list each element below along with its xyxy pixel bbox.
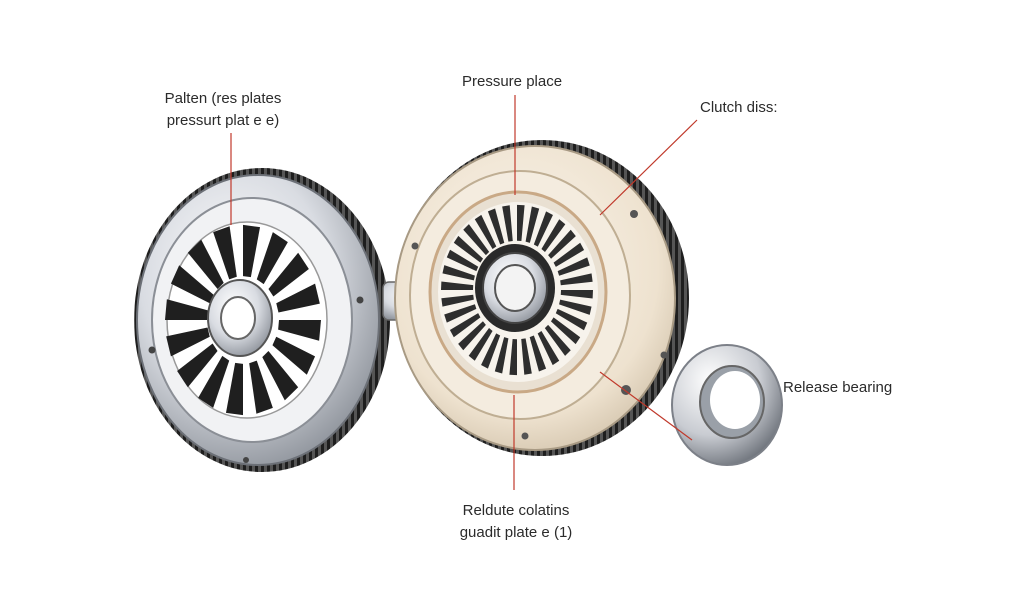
label-clutch-disc: Clutch diss: — [700, 99, 778, 116]
diaphragm-finger — [442, 265, 475, 281]
diaphragm-finger — [557, 257, 590, 276]
diaphragm-finger — [481, 333, 501, 369]
diaphragm-finger — [555, 308, 588, 331]
diaphragm-finger — [441, 281, 474, 290]
diaphragm-finger — [468, 328, 493, 361]
bolt-hole — [148, 346, 156, 354]
diaphragm-finger — [529, 335, 547, 372]
release-hub-bore — [494, 264, 536, 312]
diaphragm-finger — [463, 224, 490, 256]
bolt-hole — [630, 210, 638, 218]
label-release-bearing: Release bearing — [783, 379, 893, 396]
diaphragm-finger — [453, 235, 484, 263]
label-pressure-plate: Pressure place — [462, 73, 563, 90]
disc-spoke — [268, 252, 309, 297]
diaphragm-finger — [544, 324, 571, 356]
label-bottom-part-line1: Reldute colatins — [462, 502, 570, 519]
diaphragm-finger — [548, 229, 576, 259]
disc-spoke — [249, 360, 273, 414]
pressure-plate-assembly — [394, 140, 689, 456]
diaphragm-finger — [559, 299, 592, 315]
leader-line-clutch-disc — [599, 119, 698, 216]
disc-spoke — [170, 265, 214, 304]
diaphragm-finger — [441, 294, 474, 307]
diaphragm-finger — [458, 321, 486, 351]
disc-spoke — [166, 327, 210, 357]
disc-spoke — [187, 239, 224, 289]
diaphragm-finger — [553, 242, 585, 267]
bolt-hole — [521, 432, 529, 440]
disc-hub-bore — [220, 296, 256, 340]
disc-spoke — [177, 343, 218, 388]
label-bottom-part-line2: guadit plate e (1) — [459, 524, 573, 541]
diaphragm-finger — [502, 205, 513, 242]
label-left-part-line1: Palten (res plates — [164, 90, 282, 107]
flywheel-assembly — [134, 168, 390, 472]
diaphragm-finger — [560, 290, 593, 299]
diaphragm-finger — [517, 204, 525, 241]
disc-spoke — [243, 224, 261, 278]
leader-lines — [230, 95, 698, 490]
release-bearing-bore — [710, 371, 760, 429]
diaphragm-finger — [444, 304, 477, 323]
diaphragm-finger — [449, 313, 481, 338]
disc-spoke — [213, 226, 237, 280]
diaphragm-finger — [474, 214, 497, 250]
diaphragm-finger — [537, 330, 560, 366]
bolt-hole — [411, 242, 419, 250]
bolt-hole — [243, 457, 249, 463]
disc-spoke — [198, 355, 230, 408]
disc-spokes — [165, 224, 321, 416]
disc-spoke — [256, 232, 288, 285]
bolt-hole — [660, 351, 668, 359]
disc-spoke — [278, 320, 321, 341]
diaphragm-finger — [533, 211, 553, 247]
diaphragm-finger — [509, 339, 517, 376]
diaphragm-finger — [494, 337, 509, 374]
leader-line-release-bearing — [599, 371, 693, 441]
release-bearing — [671, 344, 783, 466]
disc-spoke — [272, 336, 316, 375]
diaphragm-finger — [550, 317, 581, 345]
disc-spoke — [165, 299, 208, 320]
diaphragm-finger — [521, 338, 532, 375]
label-bottom-part: Reldute colatins guadit plate e (1) — [436, 500, 596, 544]
diaphragm-finger — [487, 208, 505, 245]
diaphragm-finger — [541, 219, 566, 252]
diaphragm-finger — [525, 206, 540, 243]
disc-spoke — [225, 362, 243, 416]
diaphragm-finger — [446, 249, 479, 272]
label-left-part: Palten (res plates pressurt plat e e) — [150, 88, 296, 132]
disc-spoke — [262, 351, 299, 401]
label-left-part-line2: pressurt plat e e) — [166, 112, 280, 129]
diaphragm-fingers — [441, 204, 593, 376]
diaphragm-finger — [560, 273, 593, 286]
bolt-hole — [356, 296, 364, 304]
disc-spoke — [276, 283, 320, 313]
